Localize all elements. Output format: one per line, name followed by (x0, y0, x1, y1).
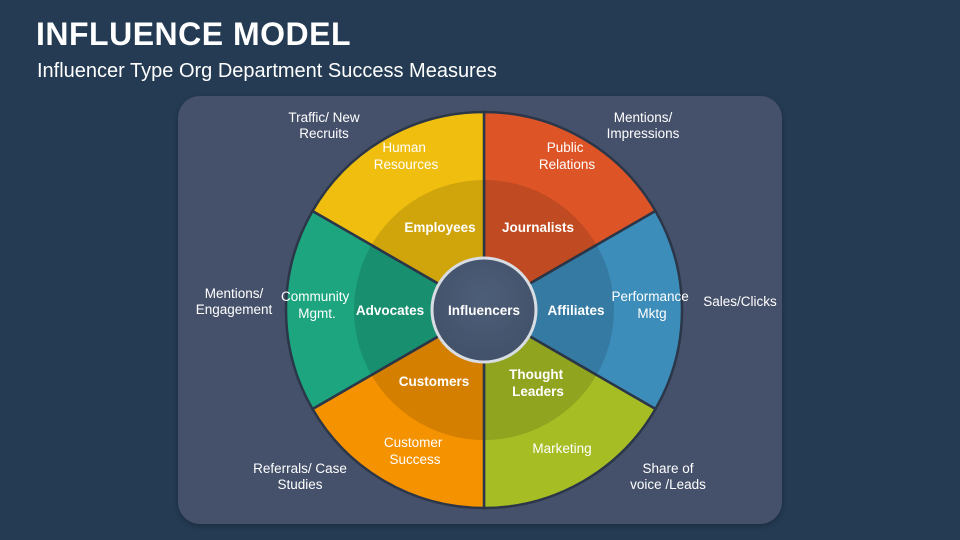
influence-wheel: Influencers Human Resources Public Relat… (178, 96, 782, 524)
influencer-label-journalists: Journalists (502, 220, 574, 235)
inner-sector-customers[interactable] (354, 245, 484, 375)
sector-community-mgmt[interactable] (310, 110, 486, 313)
department-label-public-relations: Public Relations (539, 140, 596, 172)
department-label-customer-success: Customer Success (384, 435, 446, 467)
influencer-label-affiliates: Affiliates (547, 303, 604, 318)
department-label-community-mgmt: Community Mgmt. (281, 289, 353, 321)
center-hub[interactable] (430, 256, 538, 364)
sector-customer-success[interactable] (284, 209, 487, 411)
page-subtitle: Influencer Type Org Department Success M… (37, 60, 497, 82)
page-title: INFLUENCE MODEL (36, 16, 352, 52)
influencer-label-employees: Employees (404, 220, 475, 235)
department-labels: Human Resources Public Relations Perform… (281, 140, 692, 467)
department-label-marketing: Marketing (532, 441, 591, 456)
influencer-label-thought-leaders: Thought Leaders (509, 367, 567, 399)
sector-public-relations[interactable] (481, 209, 684, 411)
center-hub-label: Influencers (448, 303, 520, 318)
department-label-human-resources: Human Resources (374, 140, 439, 172)
influencer-type-labels: Employees Journalists Affiliates Thought… (356, 220, 605, 399)
department-label-performance-mktg: Performance Mktg (611, 289, 692, 321)
wheel-svg: Influencers Human Resources Public Relat… (281, 110, 692, 510)
inner-sector-journalists[interactable] (484, 245, 614, 375)
sector-human-resources[interactable] (482, 110, 658, 313)
influencer-label-advocates: Advocates (356, 303, 424, 318)
sector-performance-mktg[interactable] (482, 307, 658, 510)
sector-marketing[interactable] (310, 307, 486, 510)
influencer-label-customers: Customers (399, 374, 470, 389)
wheel-outer-ring (284, 110, 684, 510)
